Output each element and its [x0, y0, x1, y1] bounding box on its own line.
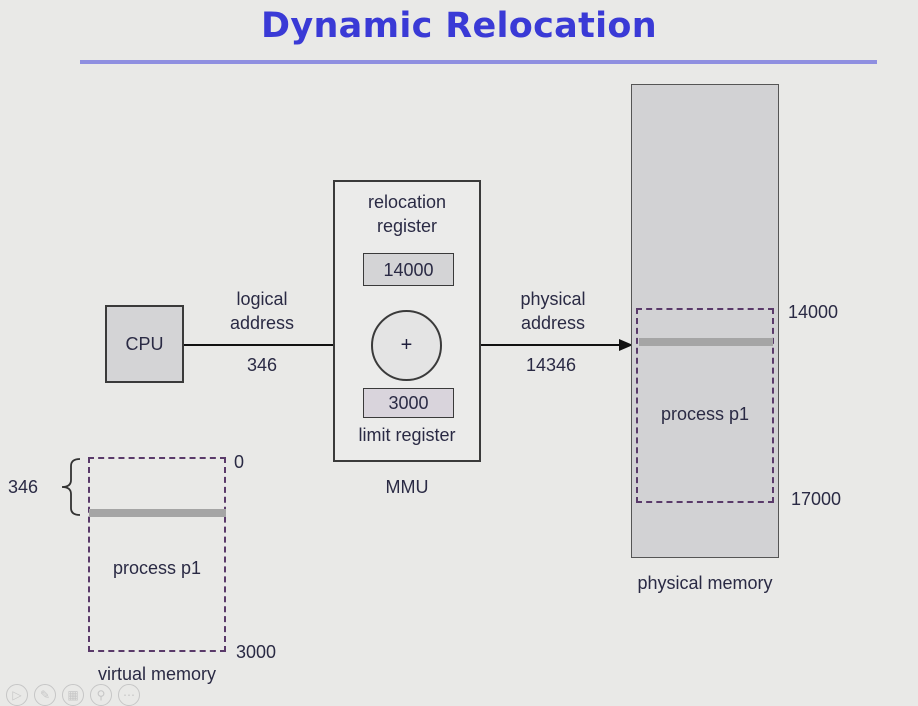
- physical-end-address: 17000: [791, 489, 842, 509]
- virtual-start-address: 0: [234, 452, 245, 472]
- slides-icon[interactable]: ▦: [62, 684, 84, 706]
- slide-title: Dynamic Relocation: [261, 6, 657, 46]
- virtual-offset-label: 346: [8, 477, 39, 497]
- offset-brace: [61, 458, 81, 516]
- physical-address-label: physical address: [503, 287, 603, 335]
- pen-icon[interactable]: ✎: [34, 684, 56, 706]
- plus-icon: +: [400, 334, 413, 356]
- physical-memory-label: physical memory: [637, 573, 773, 593]
- relocation-register-label-line2: register: [376, 216, 438, 236]
- presentation-controls: ▷ ✎ ▦ ⚲ ⋯: [6, 684, 140, 706]
- relocation-register-box: 14000: [363, 253, 454, 286]
- more-icon[interactable]: ⋯: [118, 684, 140, 706]
- logical-address-value: 346: [246, 355, 278, 375]
- cpu-box: CPU: [105, 305, 184, 383]
- relocation-register-label-line1: relocation: [367, 192, 447, 212]
- physical-address-label-line2: address: [520, 313, 586, 333]
- play-icon[interactable]: ▷: [6, 684, 28, 706]
- relocation-register-label: relocation register: [343, 190, 471, 238]
- limit-register-value: 3000: [388, 393, 429, 413]
- virtual-address-marker: [89, 509, 226, 517]
- virtual-memory-label: virtual memory: [97, 664, 217, 684]
- logical-address-label-line2: address: [229, 313, 295, 333]
- virtual-end-address: 3000: [236, 642, 277, 662]
- logical-address-label-line1: logical: [236, 289, 288, 309]
- adder-circle: +: [371, 310, 442, 381]
- zoom-icon[interactable]: ⚲: [90, 684, 112, 706]
- physical-start-address: 14000: [788, 302, 839, 322]
- title-underline: [80, 60, 877, 64]
- mmu-label: MMU: [385, 477, 429, 497]
- physical-address-label-line1: physical: [520, 289, 586, 309]
- cpu-label: CPU: [125, 334, 164, 354]
- physical-memory-block: [631, 84, 779, 558]
- virtual-process-region: [88, 457, 226, 652]
- limit-register-box: 3000: [363, 388, 454, 418]
- physical-process-label: process p1: [660, 404, 750, 424]
- virtual-process-label: process p1: [112, 558, 202, 578]
- physical-address-marker: [639, 338, 773, 346]
- relocation-register-value: 14000: [383, 259, 434, 280]
- limit-register-label: limit register: [358, 425, 456, 445]
- physical-address-value: 14346: [525, 355, 577, 375]
- physical-process-region: [636, 308, 774, 503]
- logical-address-label: logical address: [212, 287, 312, 335]
